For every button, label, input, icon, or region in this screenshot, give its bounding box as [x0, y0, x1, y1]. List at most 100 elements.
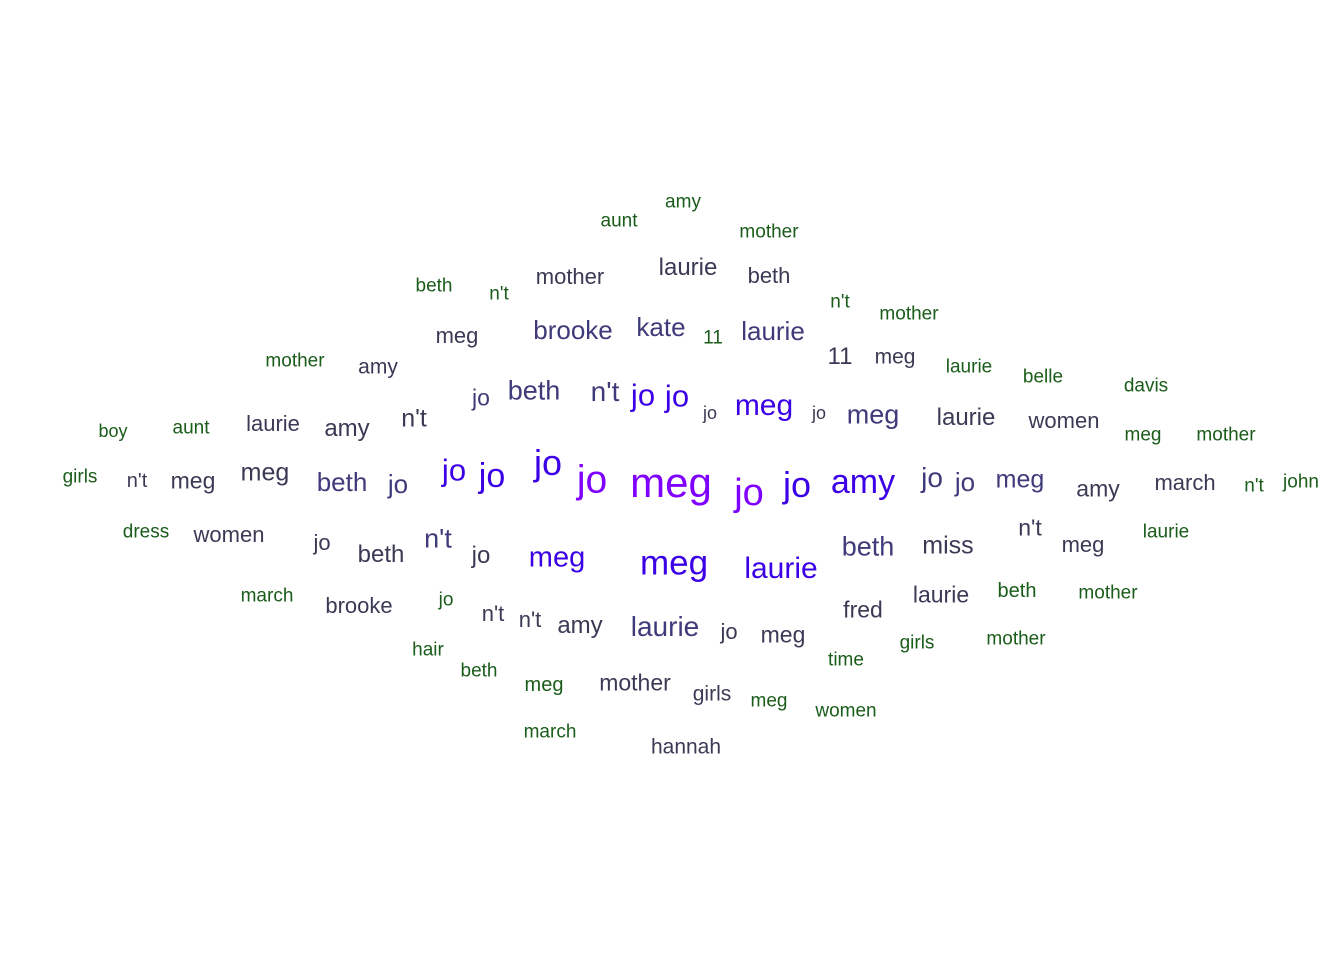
cloud-word: john: [1283, 471, 1319, 493]
cloud-word: laurie: [741, 316, 805, 346]
cloud-word: beth: [997, 580, 1037, 602]
cloud-word: jo: [438, 589, 454, 611]
cloud-word: meg: [639, 543, 709, 583]
cloud-word: meg: [240, 458, 290, 487]
cloud-word: meg: [874, 345, 916, 369]
cloud-word: amy: [358, 355, 398, 379]
cloud-word: n't: [830, 291, 850, 313]
cloud-word: brooke: [533, 315, 613, 345]
cloud-word: laurie: [630, 611, 700, 642]
cloud-word: jo: [471, 542, 491, 569]
cloud-word: laurie: [744, 552, 818, 585]
cloud-word: laurie: [246, 411, 300, 436]
cloud-word: time: [828, 649, 864, 671]
cloud-word: amy: [1076, 475, 1120, 502]
cloud-word: girls: [899, 632, 935, 654]
cloud-word: n't: [424, 523, 452, 554]
cloud-word: jo: [630, 377, 656, 413]
cloud-word: meg: [995, 465, 1045, 494]
cloud-word: meg: [846, 399, 900, 430]
cloud-word: meg: [1124, 424, 1162, 446]
cloud-word: hair: [412, 639, 444, 661]
cloud-word: jo: [954, 467, 976, 497]
cloud-word: women: [193, 522, 265, 547]
cloud-word: beth: [507, 375, 561, 406]
cloud-word: 11: [827, 343, 853, 370]
cloud-word: mother: [739, 221, 799, 243]
cloud-word: davis: [1123, 375, 1169, 397]
cloud-word: jo: [720, 619, 738, 644]
cloud-word: jo: [782, 464, 812, 505]
cloud-word: miss: [922, 531, 974, 560]
cloud-word: mother: [535, 264, 605, 289]
cloud-word: jo: [478, 457, 506, 495]
cloud-word: laurie: [1142, 521, 1190, 543]
cloud-word: kate: [636, 312, 686, 342]
cloud-word: meg: [524, 674, 564, 696]
cloud-word: meg: [435, 323, 479, 348]
cloud-word: mother: [1078, 582, 1138, 604]
cloud-word: march: [240, 585, 294, 607]
cloud-word: boy: [98, 421, 128, 441]
cloud-word: beth: [316, 467, 368, 497]
cloud-word: jo: [472, 384, 490, 411]
cloud-word: beth: [357, 541, 405, 568]
cloud-word: jo: [811, 403, 827, 423]
cloud-word: jo: [664, 378, 690, 414]
cloud-word: brooke: [325, 593, 393, 618]
cloud-word: mother: [986, 628, 1046, 650]
cloud-word: meg: [1061, 532, 1105, 557]
cloud-word: n't: [401, 404, 427, 433]
cloud-word: fred: [843, 596, 883, 623]
cloud-word: beth: [841, 531, 895, 562]
cloud-word: meg: [170, 467, 216, 494]
cloud-word: mother: [599, 669, 671, 696]
cloud-word: mother: [879, 303, 939, 325]
cloud-word: laurie: [912, 581, 970, 608]
cloud-word: amy: [324, 415, 370, 442]
cloud-word: 11: [703, 327, 723, 349]
cloud-word: n't: [1244, 475, 1264, 497]
cloud-word: mother: [265, 350, 325, 372]
cloud-word: n't: [126, 470, 148, 492]
cloud-word: aunt: [172, 417, 210, 439]
cloud-word: n't: [489, 283, 509, 305]
cloud-word: hannah: [650, 735, 722, 759]
cloud-word: beth: [415, 275, 453, 297]
cloud-word: meg: [528, 541, 586, 574]
cloud-word: n't: [518, 607, 542, 632]
cloud-word: n't: [590, 376, 620, 407]
cloud-word: amy: [557, 612, 603, 639]
cloud-word: meg: [734, 389, 794, 422]
cloud-word: n't: [481, 601, 505, 626]
cloud-word: women: [1028, 408, 1100, 433]
cloud-word: girls: [692, 682, 732, 706]
cloud-word: laurie: [658, 254, 718, 281]
cloud-word: jo: [313, 530, 331, 555]
cloud-word: women: [815, 700, 877, 722]
cloud-word: meg: [760, 621, 806, 648]
cloud-word: march: [523, 721, 577, 743]
cloud-word: meg: [630, 459, 712, 506]
cloud-word: dress: [122, 521, 170, 543]
cloud-word: jo: [702, 403, 718, 423]
cloud-word: jo: [441, 452, 467, 488]
cloud-word: jo: [533, 442, 563, 483]
cloud-word: jo: [921, 462, 943, 493]
cloud-word: meg: [750, 690, 788, 712]
cloud-word: amy: [830, 463, 896, 501]
cloud-word: jo: [387, 469, 409, 499]
cloud-word: mother: [1196, 424, 1256, 446]
cloud-word: beth: [747, 263, 791, 288]
cloud-word: jo: [734, 472, 764, 514]
cloud-word: aunt: [600, 210, 638, 232]
cloud-word: beth: [460, 660, 498, 682]
cloud-word: laurie: [945, 356, 993, 378]
cloud-word: amy: [665, 191, 701, 213]
cloud-word: n't: [1018, 514, 1042, 541]
cloud-word: belle: [1022, 366, 1064, 388]
cloud-word: girls: [62, 466, 98, 488]
cloud-word: jo: [576, 458, 608, 502]
